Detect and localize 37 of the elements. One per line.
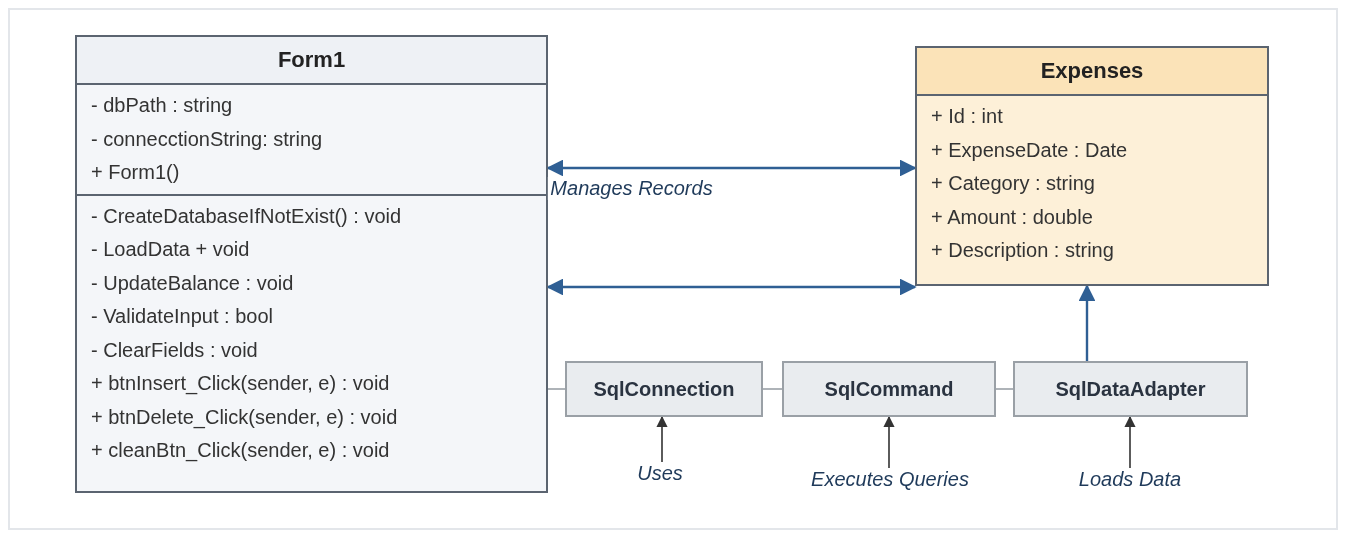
arrow [1124, 415, 1136, 469]
method-text: - UpdateBalance : void [91, 270, 294, 296]
method-text: + btnDelete_Click(sender, e) : void [91, 404, 398, 431]
method-text: - ClearFields : void [91, 337, 258, 363]
attribute-text: + ExpenseDate : Date [931, 137, 1128, 163]
method-text: - LoadData + void [91, 237, 250, 262]
annotation-text: Executes Queries [811, 468, 969, 491]
method-text: + btnInsert_Click(sender, e) : void [91, 371, 390, 397]
class-name: Expenses [917, 48, 1267, 96]
arrow [1078, 284, 1096, 361]
class-name: Form1 [77, 37, 546, 85]
attribute-text: + Description : string [931, 238, 1114, 263]
annotation-text: Loads Data [1078, 468, 1182, 491]
connector-line [995, 388, 1014, 390]
class-box [915, 46, 1269, 286]
annotation-text: Uses [637, 462, 683, 485]
connector-line [762, 388, 783, 390]
attribute-text: + Id : int [931, 104, 1003, 129]
connector-line [547, 388, 566, 390]
attribute-text: - connecctionString: string [91, 126, 323, 152]
component-box [1013, 361, 1248, 417]
method-text: + cleanBtn_Click(sender, e) : void [91, 438, 390, 464]
edge-label: Manages Records [547, 177, 716, 200]
class-box [75, 35, 548, 493]
component-name: SqlDataAdapter [1055, 377, 1206, 401]
attribute-text: - dbPath : string [91, 93, 233, 118]
component-box [565, 361, 763, 417]
attribute-text: + Category : string [931, 171, 1095, 196]
component-name: SqlCommand [824, 377, 954, 401]
attribute-text: + Amount : double [931, 204, 1093, 230]
arrow [656, 415, 668, 463]
attribute-text: + Form1() [91, 160, 180, 185]
method-text: - CreateDatabaseIfNotExist() : void [91, 203, 402, 229]
component-box [782, 361, 996, 417]
arrow [883, 415, 895, 469]
method-text: - ValidateInput : bool [91, 304, 273, 329]
component-name: SqlConnection [593, 377, 735, 401]
